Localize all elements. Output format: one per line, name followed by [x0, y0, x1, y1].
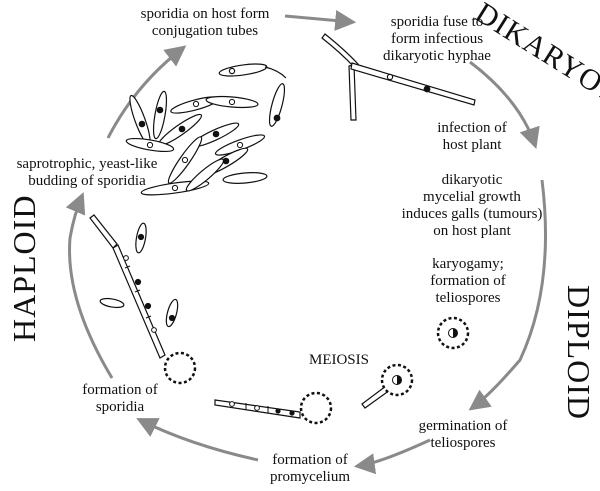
- phase-label-haploid: HAPLOID: [6, 194, 42, 342]
- septum: [124, 265, 131, 269]
- teliospore-wall: [163, 351, 197, 385]
- diploid-nucleus-half: [397, 375, 402, 385]
- nucleus-light: [146, 141, 154, 149]
- stage-label-conjugation: sporidia on host form conjugation tubes: [140, 6, 270, 39]
- nucleus-dark: [273, 114, 281, 122]
- nucleus-dark: [275, 408, 281, 414]
- diploid-nucleus-half: [453, 328, 458, 338]
- stage-label-karyogamy: karyogamy; formation of teliospores: [430, 256, 506, 306]
- nucleus-dark: [156, 106, 164, 114]
- arrow-germination-to-promycelium: [353, 438, 431, 475]
- arrow-fusion-to-infection: [469, 60, 540, 149]
- nucleus-light: [254, 405, 260, 411]
- promycelium: [214, 391, 333, 425]
- nucleus-dark: [134, 278, 142, 286]
- stage-label-infection: infection of host plant: [437, 120, 507, 153]
- nucleus-dark: [212, 130, 220, 138]
- dikaryotic-hypha: [321, 33, 476, 121]
- stage-label-germination: germination of teliospores: [418, 418, 508, 451]
- arrow-conjugation-to-fusion: [284, 10, 357, 31]
- stage-label-meiosis: MEIOSIS: [308, 352, 369, 368]
- nucleus-light: [192, 100, 200, 108]
- phase-label-diploid: DIPLOID: [561, 285, 597, 420]
- sporidium: [152, 90, 168, 140]
- nucleus-light: [181, 156, 189, 164]
- nucleus-light: [171, 184, 179, 192]
- conjugation-tube: [264, 66, 287, 79]
- nucleus-light: [386, 73, 394, 81]
- sporidium: [165, 298, 179, 328]
- stage-label-sporidia-formation: formation of sporidia: [82, 382, 158, 415]
- promycelium-branch: [89, 214, 118, 249]
- stage-label-fusion: sporidia fuse to form infectious dikaryo…: [383, 14, 491, 64]
- nucleus-light: [229, 401, 235, 407]
- septum: [134, 289, 141, 293]
- teliospore: [436, 316, 470, 350]
- nucleus-dark: [137, 233, 145, 241]
- nucleus-dark: [289, 410, 295, 416]
- nucleus-light: [228, 98, 236, 106]
- hypha-branch: [321, 33, 359, 68]
- sporidium: [218, 63, 268, 77]
- nucleus-dark: [138, 120, 146, 128]
- hypha-branch: [348, 64, 357, 121]
- stage-label-promycelium: formation of promycelium: [270, 452, 350, 485]
- nucleus-light: [236, 141, 244, 149]
- conjugating-sporidia: [218, 63, 287, 127]
- nucleus-dark: [144, 302, 152, 310]
- sporidia-nuclei: [138, 98, 244, 192]
- arrow-sporidia-to-budding: [65, 192, 114, 379]
- germinating-teliospore: [361, 363, 414, 409]
- sporidium: [99, 297, 125, 309]
- arrow-promycelium-to-sporidia: [136, 418, 259, 462]
- nucleus-dark: [423, 85, 431, 93]
- arrow-karyogamy-to-germination: [468, 179, 548, 411]
- nucleus-light: [151, 327, 157, 333]
- arrow-budding-to-conjugation: [106, 45, 187, 139]
- cycle-arrows: [65, 10, 548, 475]
- stage-label-budding: saprotrophic, yeast-like budding of spor…: [16, 156, 158, 189]
- nucleus-dark: [168, 314, 176, 322]
- sporidia-producing-promycelium: [89, 214, 197, 385]
- hypha-main: [350, 62, 476, 106]
- stage-label-galls: dikaryotic mycelial growth induces galls…: [401, 172, 543, 239]
- nucleus-light: [228, 67, 236, 75]
- septum: [145, 315, 152, 319]
- sporidium: [222, 172, 268, 184]
- nucleus-dark: [178, 125, 186, 133]
- nucleus-dark: [222, 157, 230, 165]
- sporidium: [268, 83, 286, 127]
- nucleus-light: [123, 255, 129, 261]
- teliospore-wall: [299, 391, 333, 425]
